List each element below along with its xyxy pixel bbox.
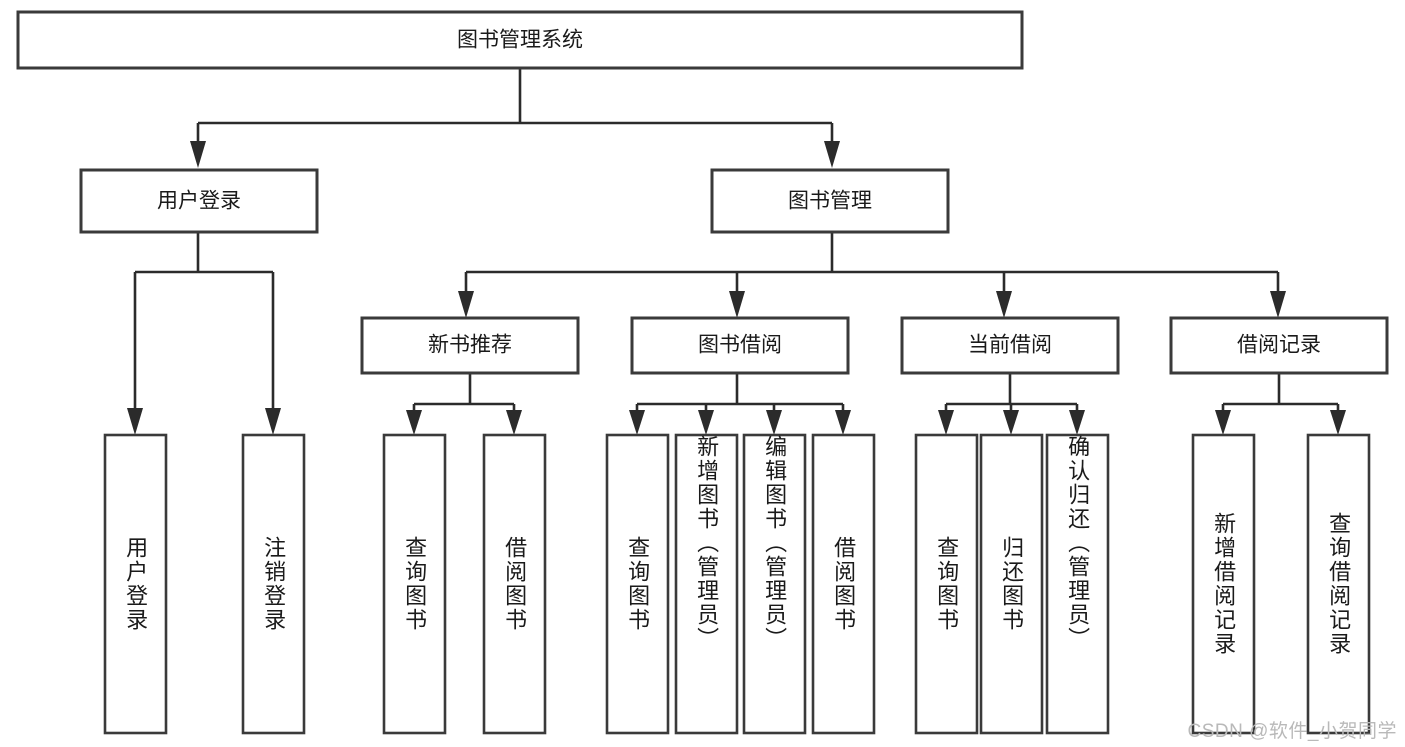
node-root[interactable]: 图书管理系统	[16, 10, 1024, 70]
watermark-text: CSDN @软件_小贺同学	[1187, 721, 1397, 742]
arrow-head-borrow-record	[1270, 291, 1286, 318]
arrow-head-leaf-add-record	[1215, 410, 1231, 435]
connector-group-current-borrow	[938, 373, 1085, 435]
node-root-label: 图书管理系统	[457, 29, 583, 52]
arrow-head-leaf-query-book-1	[406, 410, 422, 435]
node-new-book-recommend[interactable]: 新书推荐	[360, 316, 580, 375]
arrow-head-user-login	[190, 141, 206, 168]
node-leaf-return-book-box[interactable]	[979, 433, 1044, 735]
node-leaf-add-record-box[interactable]	[1191, 433, 1256, 735]
arrow-head-leaf-return-book	[1003, 410, 1019, 435]
arrow-head-leaf-borrow-book-2	[835, 410, 851, 435]
arrow-head-leaf-user-login	[127, 408, 143, 435]
node-leaf-add-book-box[interactable]	[674, 433, 739, 735]
node-book-borrow-label: 图书借阅	[698, 334, 782, 357]
node-user-login-label: 用户登录	[157, 190, 241, 213]
arrow-head-leaf-query-book-3	[938, 410, 954, 435]
node-leaf-edit-book-box[interactable]	[742, 433, 807, 735]
node-book-manage-box[interactable]	[710, 168, 950, 234]
node-leaf-user-login-box[interactable]	[103, 433, 168, 735]
connector-group-root	[190, 68, 840, 168]
node-current-borrow-label: 当前借阅	[968, 334, 1052, 357]
arrow-head-book-borrow	[729, 291, 745, 318]
node-leaf-query-book-2-box[interactable]	[605, 433, 670, 735]
connector-group-new-book-recommend	[406, 373, 522, 435]
node-book-manage-label: 图书管理	[788, 190, 872, 213]
node-root-box[interactable]	[16, 10, 1024, 70]
node-user-login[interactable]: 用户登录	[79, 168, 319, 234]
node-borrow-record-label: 借阅记录	[1237, 334, 1321, 357]
connector-group-user-login	[127, 232, 281, 435]
connector-group-book-borrow	[629, 373, 851, 435]
node-user-login-box[interactable]	[79, 168, 319, 234]
arrow-head-leaf-user-logout	[265, 408, 281, 435]
node-leaf-confirm-return-box[interactable]	[1045, 433, 1110, 735]
node-leaf-query-record-box[interactable]	[1306, 433, 1371, 735]
arrow-head-leaf-query-record	[1330, 410, 1346, 435]
connector-group-borrow-record	[1215, 373, 1346, 435]
node-current-borrow[interactable]: 当前借阅	[900, 316, 1120, 375]
node-book-borrow[interactable]: 图书借阅	[630, 316, 850, 375]
node-new-book-recommend-label: 新书推荐	[428, 334, 512, 357]
arrow-head-current-borrow	[996, 291, 1012, 318]
node-leaf-borrow-book-2-box[interactable]	[811, 433, 876, 735]
node-leaf-borrow-book-1-box[interactable]	[482, 433, 547, 735]
node-book-manage[interactable]: 图书管理	[710, 168, 950, 234]
arrow-head-leaf-edit-book	[766, 410, 782, 435]
arrow-head-leaf-add-book	[698, 410, 714, 435]
node-leaf-user-logout-box[interactable]	[241, 433, 306, 735]
arrow-head-leaf-borrow-book-1	[506, 410, 522, 435]
node-book-borrow-box[interactable]	[630, 316, 850, 375]
node-leaf-query-book-3-box[interactable]	[914, 433, 979, 735]
node-leaf-query-book-1-box[interactable]	[382, 433, 447, 735]
node-current-borrow-box[interactable]	[900, 316, 1120, 375]
node-new-book-recommend-box[interactable]	[360, 316, 580, 375]
node-borrow-record-box[interactable]	[1169, 316, 1389, 375]
arrow-head-book-manage	[824, 141, 840, 168]
arrow-head-leaf-confirm-return	[1069, 410, 1085, 435]
connector-group-book-manage	[458, 232, 1286, 318]
arrow-head-new-book-recommend	[458, 291, 474, 318]
node-borrow-record[interactable]: 借阅记录	[1169, 316, 1389, 375]
arrow-head-leaf-query-book-2	[629, 410, 645, 435]
